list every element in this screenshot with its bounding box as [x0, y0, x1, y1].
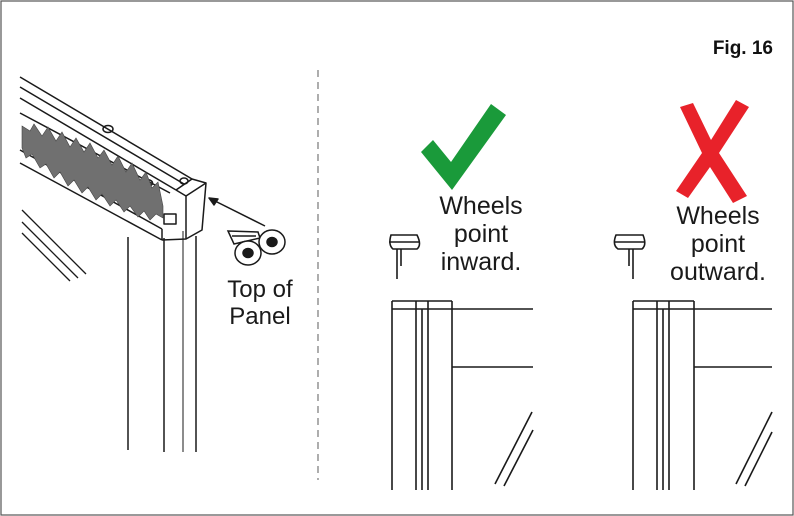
glass-reflection-left [21, 209, 87, 282]
checkmark-icon [421, 104, 506, 190]
inward-line-1: Wheels [439, 192, 523, 220]
outward-line-1: Wheels [676, 202, 760, 230]
door-frame-inward [391, 300, 534, 490]
top-of-panel-label: Top of Panel [212, 276, 308, 331]
outward-line-2: point [690, 230, 746, 258]
wheels-outward-label: Wheels point outward. [650, 202, 786, 286]
wheel-outward-icon [613, 234, 646, 279]
outward-line-3: outward. [670, 258, 766, 286]
top-of-panel-line-1: Top of [227, 276, 293, 303]
x-mark-icon [676, 100, 749, 203]
figure-label: Fig. 16 [712, 38, 773, 59]
inward-line-3: inward. [440, 248, 522, 276]
top-of-panel-line-2: Panel [229, 302, 291, 330]
brush-strip [21, 123, 164, 221]
panel-posts-left [127, 236, 197, 452]
wheel-inward-icon [389, 234, 421, 279]
wheel-bracket-icon [226, 229, 286, 266]
wheels-inward-label: Wheels point inward. [418, 192, 544, 276]
inward-line-2: point [453, 220, 509, 248]
door-frame-outward [632, 300, 773, 490]
